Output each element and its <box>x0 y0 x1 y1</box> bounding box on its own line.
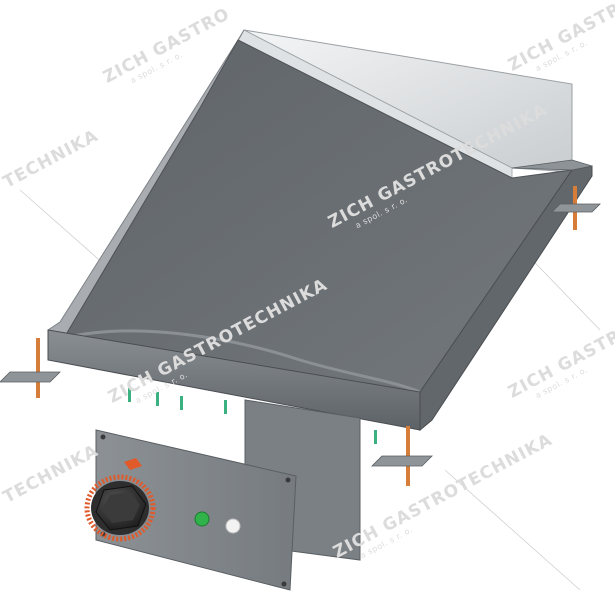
mounting-legs <box>0 186 601 486</box>
power-indicator-light <box>194 511 210 527</box>
plate-front-lip <box>63 329 421 394</box>
heating-indicator-light <box>225 518 241 534</box>
frame-top-rim-right <box>511 159 593 171</box>
thermostat-knob[interactable] <box>84 474 156 542</box>
heat-symbol-icon <box>124 458 142 470</box>
